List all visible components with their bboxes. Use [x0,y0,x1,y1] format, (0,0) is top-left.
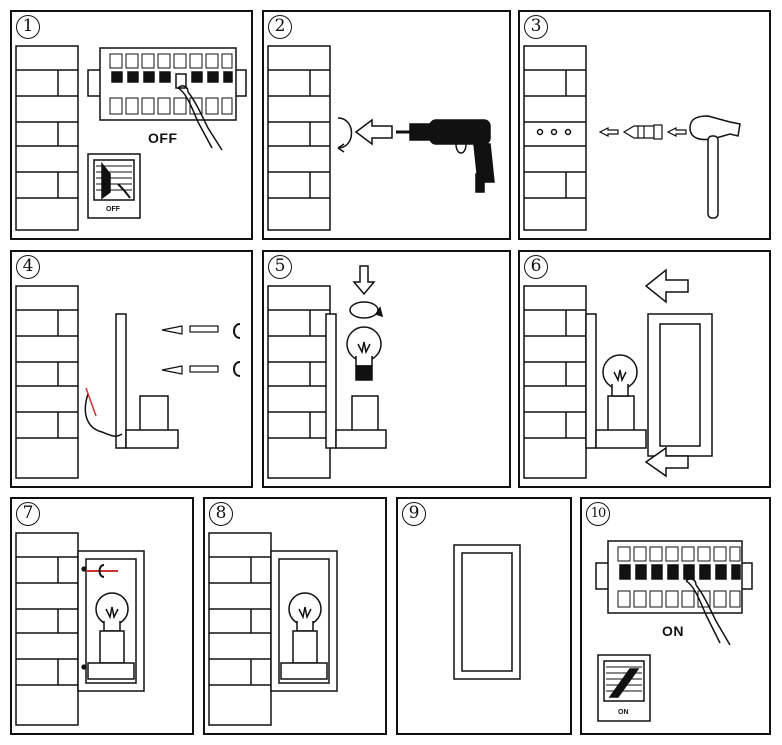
lamp-base-icon [585,313,647,449]
lamp-base-icon [115,313,179,449]
hand-icon [685,578,731,646]
hand-icon [177,85,223,151]
brick-wall-icon [267,45,331,231]
breaker-box-icon [595,540,753,614]
wall-switch-icon [87,153,141,219]
brick-wall-icon [523,45,587,231]
step-5-panel: 5 [262,250,511,488]
step-1-illustration [15,45,247,231]
step-6-panel: 6 [518,250,771,488]
light-bulb-icon [346,326,382,381]
step-number-badge: 5 [268,255,292,279]
step-4-panel: 4 [10,250,253,488]
arrow-icon [598,127,687,137]
step-7-panel: 7 [10,497,194,735]
wall-switch-icon [597,654,651,722]
step-number-badge: 1 [16,15,40,39]
arrow-icon [644,268,689,478]
brick-wall-icon [267,285,331,479]
step-number-badge: 2 [268,15,292,39]
step-1-panel: 1 OFF OFF [10,10,253,240]
arrow-icon [354,118,393,146]
wall-plug-icon [622,124,663,140]
lamp-base-icon [325,313,387,449]
step-4-illustration [15,285,241,479]
step-number-badge: 3 [524,15,548,39]
switch-state-label: OFF [148,130,178,146]
step-number-badge: 9 [402,502,426,526]
screw-icon [161,323,241,377]
step-number-badge: 4 [16,255,40,279]
step-8-illustration [208,532,338,726]
step-number-badge: 6 [524,255,548,279]
rotate-icon [337,117,353,153]
step-3-illustration [523,45,741,231]
lamp-cover-icon [647,313,713,457]
step-7-illustration [15,532,145,726]
step-10-illustration [595,540,753,722]
step-number-badge: 8 [209,502,233,526]
light-bulb-icon [87,592,135,680]
step-9-panel: 9 [396,497,572,735]
brick-wall-icon [15,45,79,231]
step-2-panel: 2 [262,10,511,240]
step-10-panel: 10 ON ON [580,497,771,735]
brick-wall-icon [523,285,587,479]
step-3-panel: 3 [518,10,771,240]
step-number-badge: 7 [16,502,40,526]
brick-wall-icon [15,285,79,479]
light-bulb-icon [280,592,328,680]
switch-state-label: ON [662,623,684,639]
brick-wall-icon [15,532,79,726]
wire-icon [84,387,123,437]
drill-icon [396,119,495,193]
step-2-illustration [267,45,495,231]
rotate-icon [349,301,384,319]
breaker-box-icon [87,47,247,121]
arrow-icon [352,265,376,296]
step-9-illustration [453,544,521,680]
switch-small-label: ON [618,709,629,716]
hammer-icon [689,115,741,219]
step-5-illustration [267,265,387,479]
lamp-cover-icon [453,544,521,680]
switch-small-label: OFF [106,206,120,213]
step-number-badge: 10 [586,502,610,526]
brick-wall-icon [208,532,272,726]
light-bulb-icon [602,354,638,397]
step-6-illustration [523,268,713,479]
screw-icon [81,564,118,670]
step-8-panel: 8 [203,497,387,735]
